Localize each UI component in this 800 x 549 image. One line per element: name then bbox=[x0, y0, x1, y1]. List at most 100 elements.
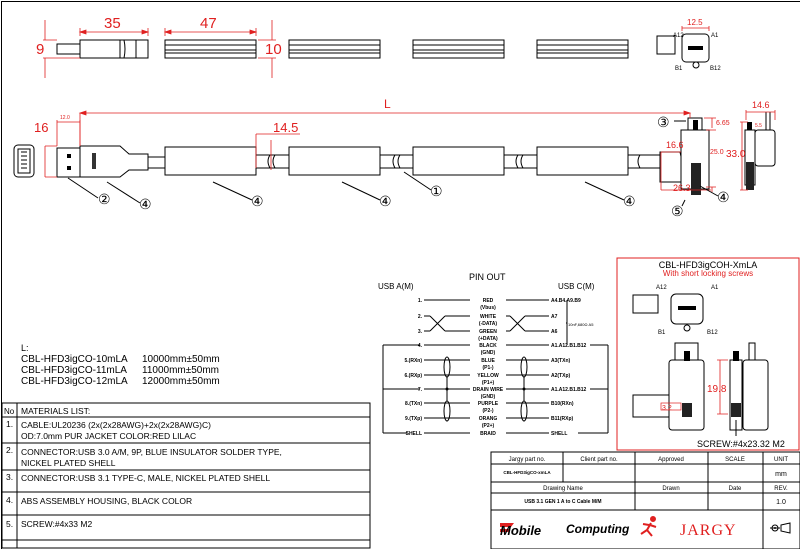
type-c-connector-front bbox=[744, 112, 776, 190]
cable-overmolds bbox=[164, 146, 660, 176]
callout-4: ④ bbox=[139, 196, 152, 212]
logo-jargy: JARGY bbox=[680, 522, 737, 539]
pinout-wire-color: ORANG bbox=[479, 416, 498, 422]
dim-26-3-label: 26.3 bbox=[673, 183, 691, 193]
material-text: CABLE:UL20236 (2x(2x28AWG)+2x(2x28AWG)C) bbox=[21, 420, 211, 430]
pinout-wire-color: PURPLE bbox=[478, 401, 499, 407]
pin-a1-label: A1 bbox=[711, 285, 719, 291]
dim-35 bbox=[43, 20, 150, 78]
pinout-signal: (GND) bbox=[481, 350, 496, 356]
pinout-wire-color: BLUE bbox=[481, 358, 495, 364]
pinout-usb-c-pin: A7 bbox=[551, 314, 558, 320]
top-view-usb-a bbox=[56, 39, 149, 59]
pin-a12-label: A12 bbox=[673, 33, 684, 39]
pinout-usb-c-pin: A1.A12.B1.B12 bbox=[551, 343, 587, 349]
callout-2: ② bbox=[98, 191, 111, 207]
pinout-wire-color: DRAIN WIRE bbox=[473, 387, 504, 393]
usb-a-plug bbox=[56, 145, 165, 178]
variant-box bbox=[616, 257, 800, 451]
scale-label: SCALE bbox=[725, 457, 745, 463]
dim-12-0-label: 12.0 bbox=[60, 115, 70, 121]
pinout-usb-a-pin: 1. bbox=[418, 298, 423, 304]
callout-leaders bbox=[67, 120, 719, 207]
material-no: 5. bbox=[6, 519, 13, 529]
pinout-signal: (Vbus) bbox=[480, 305, 496, 311]
pinout-usb-c-pin: B10(RXn) bbox=[551, 401, 574, 407]
pinout-usb-a-pin: 3. bbox=[418, 329, 423, 335]
pinout-usb-c-pin: A3(TXn) bbox=[551, 358, 571, 364]
unit-label: UNIT bbox=[774, 457, 788, 463]
variant-title: CBL-HFD3igCOH-XmLA bbox=[659, 260, 758, 270]
pinout-usb-a-pin: 5.(RXn) bbox=[405, 358, 423, 364]
jargy-part-value: CBL-HFD3igCO-xmLA bbox=[503, 470, 551, 475]
drawing-name-label: Drawing Name bbox=[543, 486, 583, 492]
usb-a-header: USB A(M) bbox=[378, 282, 414, 291]
material-no: 1. bbox=[6, 419, 13, 429]
logo-mobile: Mobile bbox=[500, 523, 541, 538]
dim-6-65-label: 6.65 bbox=[716, 120, 730, 127]
material-text: NICKEL PLATED SHELL bbox=[21, 458, 116, 468]
pinout-usb-a-pin: 6.(RXp) bbox=[405, 373, 423, 379]
length-value: 11000mm±50mm bbox=[142, 365, 219, 376]
pinout-wire-color: RED bbox=[483, 298, 494, 304]
materials-table: No MATERIALS LIST: 1. CABLE:UL20236 (2x(… bbox=[1, 402, 371, 549]
date-label: Date bbox=[729, 486, 742, 492]
pinout-usb-c-pin: SHELL bbox=[551, 431, 567, 437]
mobile-computing-logo: Mobile Computing JARGY bbox=[500, 516, 737, 539]
pinout-signal: (P2-) bbox=[482, 408, 493, 414]
unit-value: mm bbox=[775, 471, 787, 478]
dim-9-label: 9 bbox=[36, 41, 44, 58]
dim-16-label: 16 bbox=[34, 120, 48, 135]
length-part: CBL-HFD3igCO-10mLA bbox=[21, 354, 128, 365]
callout-5: ⑤ bbox=[671, 203, 684, 219]
pinout-usb-a-pin: 2. bbox=[418, 314, 423, 320]
pinout-signal: (+DATA) bbox=[478, 336, 498, 342]
length-part: CBL-HFD3igCO-12mLA bbox=[21, 376, 128, 387]
callout-4: ④ bbox=[251, 193, 264, 209]
dim-16-6-label: 16.6 bbox=[666, 140, 684, 150]
rev-value: 1.0 bbox=[776, 499, 786, 506]
dim-33-0-label: 33.0 bbox=[726, 149, 746, 160]
title-block: Jargy part no. Client part no. Approved … bbox=[490, 451, 800, 549]
type-c-end-view bbox=[656, 33, 710, 69]
drawing-name-value: USB 3.1 GEN 1 A to C Cable M/M bbox=[524, 499, 601, 505]
material-no: 4. bbox=[6, 495, 13, 505]
pinout-signal: (P1+) bbox=[482, 380, 495, 386]
dim-L bbox=[44, 110, 776, 192]
pinout-wire-color: BRAID bbox=[480, 431, 496, 437]
pinout-signal: (-DATA) bbox=[479, 321, 497, 327]
pinout-usb-a-pin: 8.(TXn) bbox=[405, 401, 422, 407]
material-no: 3. bbox=[6, 472, 13, 482]
dim-10-label: 10 bbox=[265, 41, 282, 58]
callout-4: ④ bbox=[717, 189, 730, 205]
usb-a-face-view bbox=[13, 144, 35, 178]
pinout-wire-color: GREEN bbox=[479, 329, 497, 335]
variant-end-view bbox=[632, 293, 704, 332]
dim-47-label: 47 bbox=[200, 15, 217, 32]
pinout-signal: (P1-) bbox=[482, 365, 493, 371]
pinout-wire-color: BLACK bbox=[479, 343, 497, 349]
length-table: L: CBL-HFD3igCO-10mLA 10000mm±50mm CBL-H… bbox=[21, 343, 220, 387]
dim-3-2 bbox=[660, 402, 682, 411]
logo-computing: Computing bbox=[566, 522, 630, 536]
length-value: 12000mm±50mm bbox=[142, 376, 220, 387]
material-no: 2. bbox=[6, 445, 13, 455]
pin-b12-label: B12 bbox=[710, 66, 721, 72]
dim-12-5 bbox=[681, 26, 710, 31]
pinout-title: PIN OUT bbox=[469, 272, 506, 282]
pinout-usb-a-pin: 4. bbox=[418, 343, 423, 349]
top-view-overmolds bbox=[164, 39, 629, 59]
rev-label: REV. bbox=[774, 486, 788, 492]
callout-1: ① bbox=[430, 183, 443, 199]
type-c-connector-side bbox=[659, 117, 710, 195]
callout-4: ④ bbox=[379, 193, 392, 209]
approved-label: Approved bbox=[658, 457, 684, 463]
pinout-usb-c-pin: A1.A12.B1.B12 bbox=[551, 387, 587, 393]
dim-19-8 bbox=[717, 359, 728, 415]
dim-12-5-label: 12.5 bbox=[687, 18, 703, 27]
materials-header: MATERIALS LIST: bbox=[21, 406, 90, 416]
projection-symbol-icon bbox=[770, 522, 791, 534]
dim-3-2-label: 3.2 bbox=[662, 405, 672, 412]
